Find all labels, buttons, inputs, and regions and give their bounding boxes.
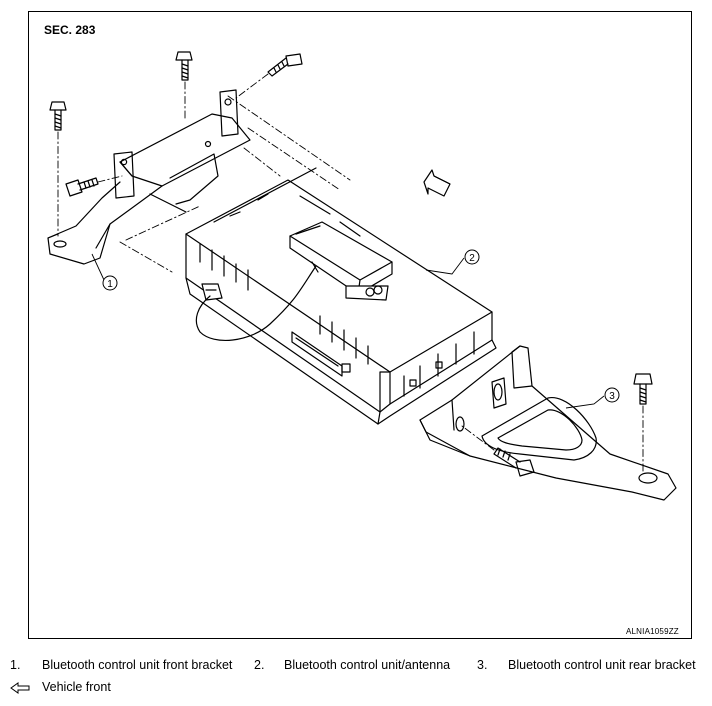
legend-text-3: Bluetooth control unit rear bracket: [508, 658, 696, 672]
svg-text:3: 3: [609, 391, 615, 402]
section-label: SEC. 283: [44, 23, 96, 37]
bluetooth-control-unit: [185, 167, 497, 425]
front-bracket: [47, 89, 251, 265]
alignment-lines: [57, 73, 644, 473]
svg-text:2: 2: [469, 253, 475, 264]
bolt-icon: [49, 101, 67, 131]
legend-number-3: 3.: [477, 658, 488, 672]
bolt-icon: [65, 177, 99, 197]
legend-number-1: 1.: [10, 658, 21, 672]
figure-code: ALNIA1059ZZ: [626, 627, 679, 636]
callout-1: 1: [102, 275, 118, 291]
vehicle-front-label: Vehicle front: [42, 680, 111, 694]
legend-number-2: 2.: [254, 658, 265, 672]
svg-text:1: 1: [107, 279, 113, 290]
diagram-frame: [28, 11, 692, 639]
bolt-icon: [267, 53, 303, 77]
callout-3: 3: [604, 387, 620, 403]
legend-text-2: Bluetooth control unit/antenna: [284, 658, 451, 672]
bolt-icon: [493, 447, 535, 477]
bolt-icon: [633, 373, 653, 405]
bolt-icon: [175, 51, 193, 81]
legend-text-1: Bluetooth control unit front bracket: [42, 658, 233, 672]
vehicle-front-arrow-icon: [423, 169, 451, 197]
front-arrow-icon: [10, 682, 30, 694]
callout-2: 2: [464, 249, 480, 265]
rear-bracket: [419, 345, 677, 501]
exploded-view-drawing: 1 2 3: [47, 51, 677, 501]
